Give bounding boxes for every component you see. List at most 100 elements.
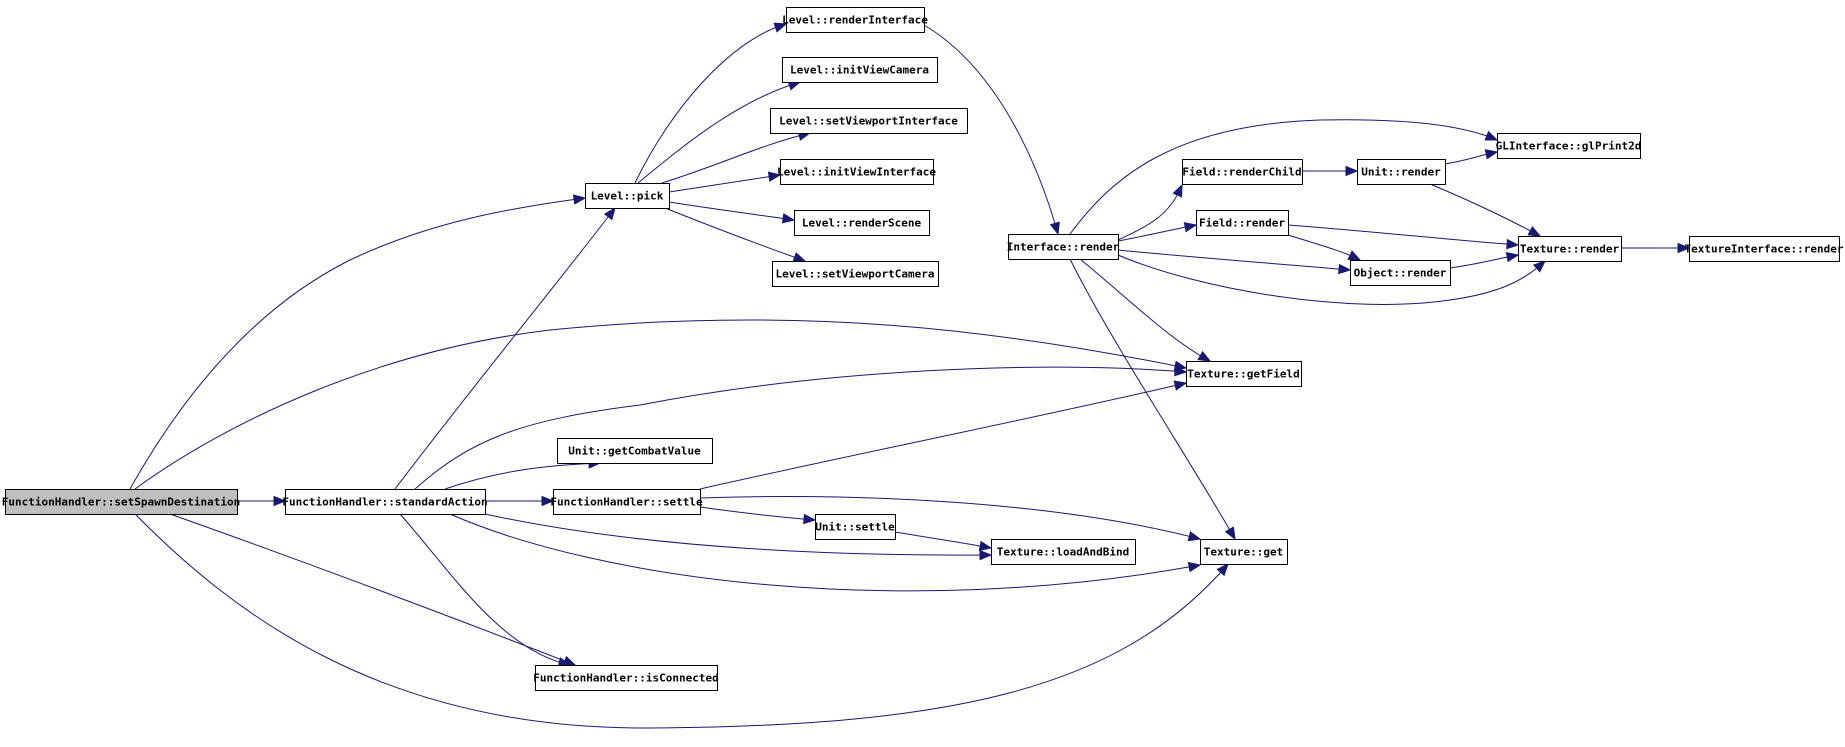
- node-box: [1350, 260, 1451, 286]
- arrowhead: [1172, 183, 1183, 198]
- node-box: [772, 261, 939, 287]
- node-label: FunctionHandler::setSpawnDestination: [2, 496, 240, 509]
- node-textureGet[interactable]: Texture::get: [1200, 539, 1288, 565]
- node-loadAndBind[interactable]: Texture::loadAndBind: [991, 539, 1136, 565]
- edge-line: [661, 132, 811, 184]
- node-textureInterfaceRender[interactable]: TextureInterface::render: [1685, 236, 1844, 262]
- node-label: Unit::settle: [815, 521, 895, 534]
- arrowhead: [767, 171, 782, 182]
- arrowhead: [1187, 531, 1202, 542]
- node-initViewInterface[interactable]: Level::initViewInterface: [777, 159, 936, 185]
- node-label: Level::setViewportInterface: [779, 115, 958, 128]
- arrowhead: [1174, 365, 1188, 377]
- arrowhead: [1187, 561, 1202, 573]
- arrowhead: [1197, 350, 1212, 362]
- node-setViewportCamera[interactable]: Level::setViewportCamera: [772, 261, 939, 287]
- edge-line: [668, 201, 795, 221]
- edge-line: [894, 531, 992, 549]
- node-label: Level::renderScene: [802, 217, 922, 230]
- edge-standardAction-to-textureGet: [449, 513, 1202, 592]
- node-box: [1182, 159, 1303, 185]
- arrowhead: [978, 540, 993, 552]
- edge-fieldRender-to-textureRender: [1287, 224, 1520, 250]
- node-setSpawnDestination[interactable]: FunctionHandler::setSpawnDestination: [2, 489, 240, 515]
- node-objectRender[interactable]: Object::render: [1350, 260, 1451, 286]
- node-isConnected[interactable]: FunctionHandler::isConnected: [533, 665, 719, 691]
- node-setViewportInterface[interactable]: Level::setViewportInterface: [770, 108, 968, 134]
- arrowhead: [1532, 260, 1546, 273]
- node-label: Texture::loadAndBind: [997, 546, 1129, 559]
- arrowhead: [273, 495, 287, 507]
- edge-line: [134, 513, 1229, 729]
- node-label: FunctionHandler::settle: [550, 496, 703, 509]
- edge-line: [699, 496, 1201, 540]
- edge-pick-to-renderInterface: [634, 22, 788, 184]
- node-box: [557, 438, 713, 464]
- node-label: Level::initViewCamera: [790, 64, 929, 77]
- node-label: FunctionHandler::isConnected: [533, 672, 718, 685]
- node-box: [1357, 159, 1446, 185]
- edge-unitSettle-to-loadAndBind: [894, 531, 993, 552]
- node-pick[interactable]: Level::pick: [585, 183, 670, 209]
- edge-setSpawnDestination-to-textureGet: [134, 513, 1229, 729]
- edge-line: [1287, 224, 1519, 246]
- edge-textureRender-to-textureInterfaceRender: [1621, 242, 1691, 254]
- edge-line: [1117, 249, 1351, 271]
- edge-line: [169, 513, 576, 666]
- edge-renderInterface-to-interfaceRender: [923, 24, 1060, 236]
- node-getCombatValue[interactable]: Unit::getCombatValue: [557, 438, 713, 464]
- node-glPrint2d[interactable]: GLInterface::glPrint2d: [1496, 133, 1642, 159]
- node-unitRender[interactable]: Unit::render: [1357, 159, 1446, 185]
- arrowhead: [1216, 563, 1229, 577]
- edge-line: [399, 513, 571, 666]
- node-renderInterface[interactable]: Level::renderInterface: [782, 7, 928, 33]
- edge-line: [484, 513, 992, 556]
- node-fhSettle[interactable]: FunctionHandler::settle: [550, 489, 703, 515]
- node-box: [535, 665, 718, 691]
- arrowhead: [1345, 165, 1359, 177]
- node-label: Texture::get: [1204, 546, 1283, 559]
- edge-line: [1079, 258, 1211, 362]
- edge-line: [923, 24, 1059, 235]
- node-label: TextureInterface::render: [1685, 243, 1844, 256]
- node-label: Texture::render: [1520, 243, 1620, 256]
- node-box: [770, 108, 968, 134]
- node-label: Level::renderInterface: [782, 14, 928, 27]
- node-initViewCamera[interactable]: Level::initViewCamera: [782, 57, 938, 83]
- edge-standardAction-to-fhSettle: [485, 495, 555, 507]
- arrowhead: [1347, 250, 1362, 261]
- arrowhead: [1183, 222, 1198, 233]
- edge-interfaceRender-to-textureGet: [1069, 258, 1236, 541]
- node-standardAction[interactable]: FunctionHandler::standardAction: [282, 489, 488, 515]
- node-fieldRender[interactable]: Field::render: [1196, 210, 1289, 236]
- arrowhead: [1506, 238, 1520, 250]
- node-textureRender[interactable]: Texture::render: [1518, 236, 1622, 262]
- node-label: Texture::getField: [1187, 368, 1300, 381]
- node-label: Unit::getCombatValue: [568, 445, 701, 458]
- edge-interfaceRender-to-getField: [1079, 258, 1212, 362]
- edge-line: [699, 382, 1187, 490]
- arrowhead: [773, 22, 788, 33]
- node-getField[interactable]: Texture::getField: [1186, 361, 1302, 387]
- node-interfaceRender[interactable]: Interface::render: [1007, 234, 1120, 260]
- arrowhead: [979, 549, 993, 561]
- arrowhead: [1338, 263, 1352, 275]
- node-label: Unit::render: [1361, 166, 1441, 179]
- node-fieldRenderChild[interactable]: Field::renderChild: [1182, 159, 1303, 185]
- node-box: [1518, 236, 1622, 262]
- edge-line: [1429, 183, 1541, 237]
- node-label: Object::render: [1354, 267, 1447, 280]
- edge-objectRender-to-textureRender: [1449, 251, 1520, 269]
- node-renderScene[interactable]: Level::renderScene: [794, 210, 930, 236]
- node-unitSettle[interactable]: Unit::settle: [815, 514, 896, 540]
- edge-standardAction-to-loadAndBind: [484, 513, 993, 561]
- node-box: [1689, 236, 1840, 262]
- edge-line: [664, 207, 806, 262]
- arrowhead: [1049, 221, 1060, 236]
- arrowhead: [541, 495, 555, 507]
- node-box: [991, 539, 1136, 565]
- edge-line: [1117, 254, 1546, 305]
- edge-interfaceRender-to-objectRender: [1117, 249, 1352, 275]
- edge-interfaceRender-to-fieldRenderChild: [1117, 183, 1183, 241]
